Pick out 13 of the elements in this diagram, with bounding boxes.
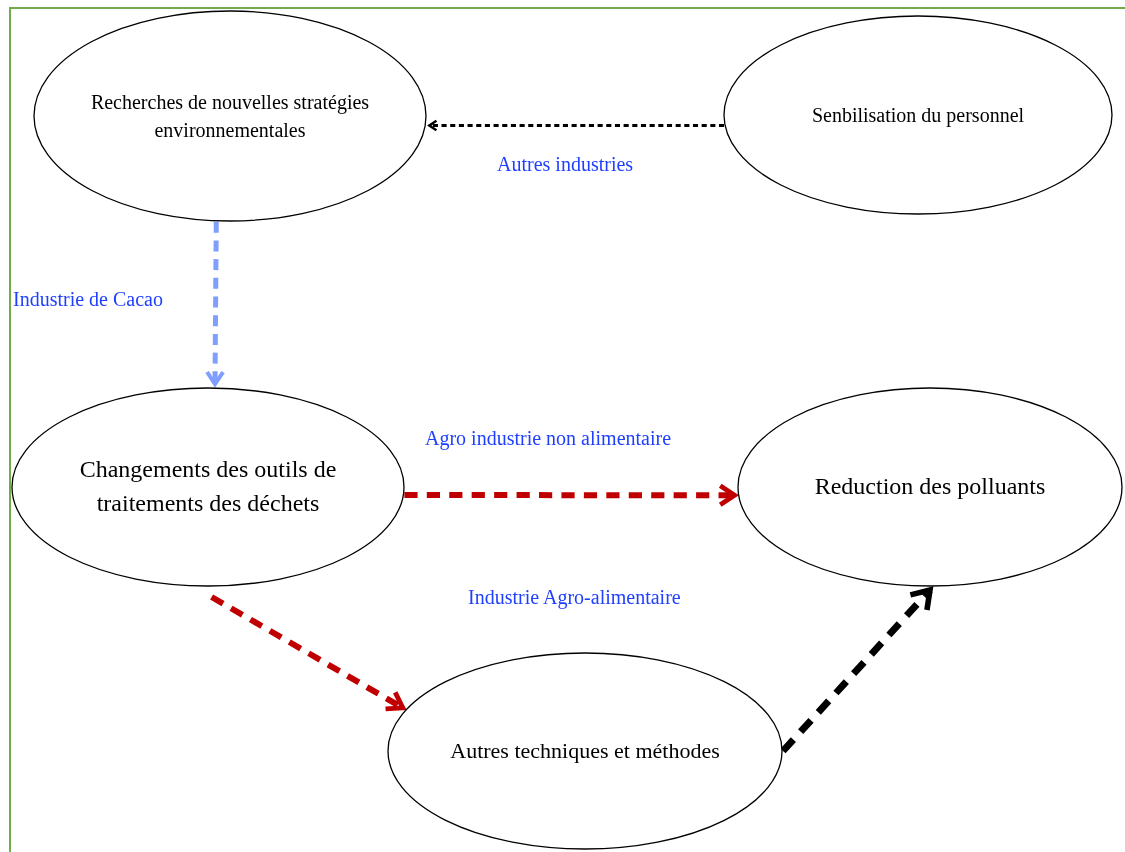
industry-label: Industrie de Cacao [13,288,163,311]
dashed-arrow [210,594,406,712]
dashed-arrow [404,483,738,508]
industry-label: Industrie Agro-alimentaire [468,586,681,609]
node-text: Recherches de nouvelles stratégies environnementales [89,90,371,143]
dashed-arrow [428,119,725,132]
industry-label: Agro industrie non alimentaire [425,427,672,450]
dashed-arrow [205,221,226,387]
node-text: Reduction des polluants [814,472,1046,502]
node-text: Senbilisation du personnel [811,103,1025,129]
node-text: Changements des outils de traitements des déchets [78,455,338,518]
industry-label: Autres industries [497,153,634,176]
node-text: Autres techniques et méthodes [450,736,720,765]
